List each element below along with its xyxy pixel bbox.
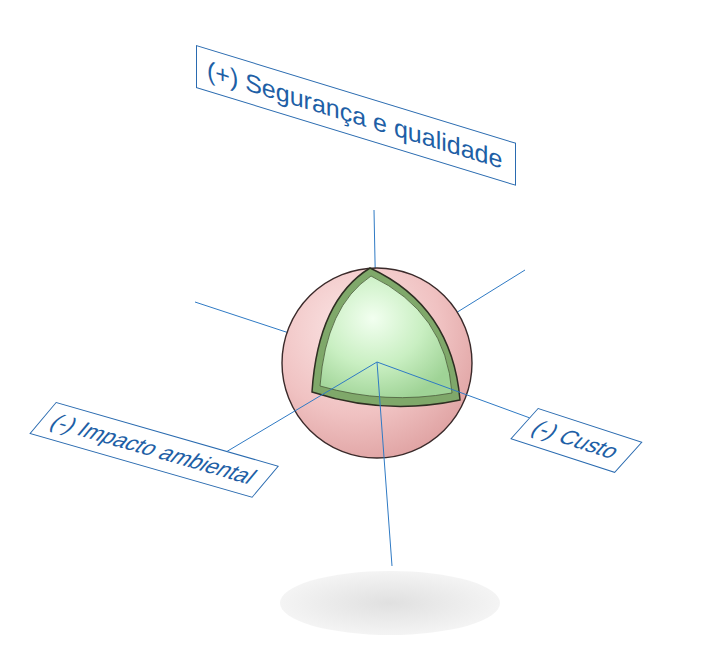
axis-line bbox=[226, 362, 377, 452]
ground-shadow bbox=[280, 571, 500, 635]
axis-label: (-) Custo bbox=[526, 416, 626, 463]
green-octant bbox=[320, 276, 452, 398]
axis-line bbox=[377, 362, 530, 418]
axis-label-box: (-) Custo bbox=[510, 408, 642, 473]
axis-label: (-) Impacto ambiental bbox=[45, 410, 263, 489]
octant-rim bbox=[312, 268, 460, 406]
axis-line bbox=[377, 362, 392, 566]
axis-label-box: (-) Impacto ambiental bbox=[29, 402, 279, 498]
axis-label-box: (+) Segurança e qualidade bbox=[196, 45, 516, 186]
axis-label: (+) Segurança e qualidade bbox=[207, 55, 502, 174]
